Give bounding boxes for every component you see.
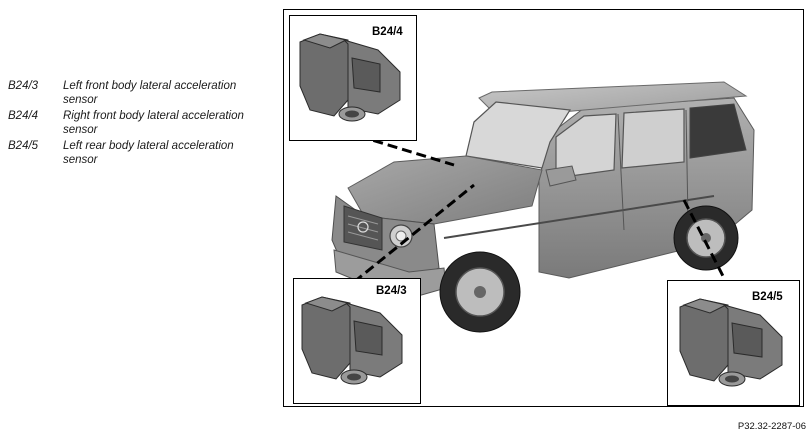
legend-description: Right front body lateral acceleration se…: [63, 110, 244, 136]
figure-frame: B24/4 B24/3 B24/5: [283, 9, 804, 407]
inset-b24-4: B24/4: [289, 15, 417, 141]
vehicle-illustration: [331, 81, 755, 333]
inset-b24-5: B24/5: [667, 280, 800, 406]
inset-label: B24/4: [372, 26, 403, 38]
legend: B24/3 Left front body lateral accelerati…: [8, 80, 268, 170]
legend-code: B24/4: [8, 110, 39, 122]
sensor-icon: [299, 33, 401, 122]
legend-code: B24/5: [8, 140, 39, 152]
legend-item-b24-4: B24/4 Right front body lateral accelerat…: [8, 110, 268, 137]
legend-description: Left front body lateral acceleration sen…: [63, 80, 237, 106]
suv-vehicle: [331, 81, 755, 333]
inset-label: B24/3: [376, 285, 407, 297]
legend-item-b24-3: B24/3 Left front body lateral accelerati…: [8, 80, 268, 107]
legend-code: B24/3: [8, 80, 39, 92]
leader-line-b24-3: [353, 183, 475, 284]
legend-item-b24-5: B24/5 Left rear body lateral acceleratio…: [8, 140, 268, 167]
legend-description: Left rear body lateral acceleration sens…: [63, 140, 234, 166]
inset-b24-3: B24/3: [293, 278, 421, 404]
sensor-icon: [301, 296, 403, 385]
inset-label: B24/5: [752, 291, 783, 303]
sensor-icon: [679, 298, 783, 387]
document-number: P32.32-2287-06: [737, 421, 806, 432]
